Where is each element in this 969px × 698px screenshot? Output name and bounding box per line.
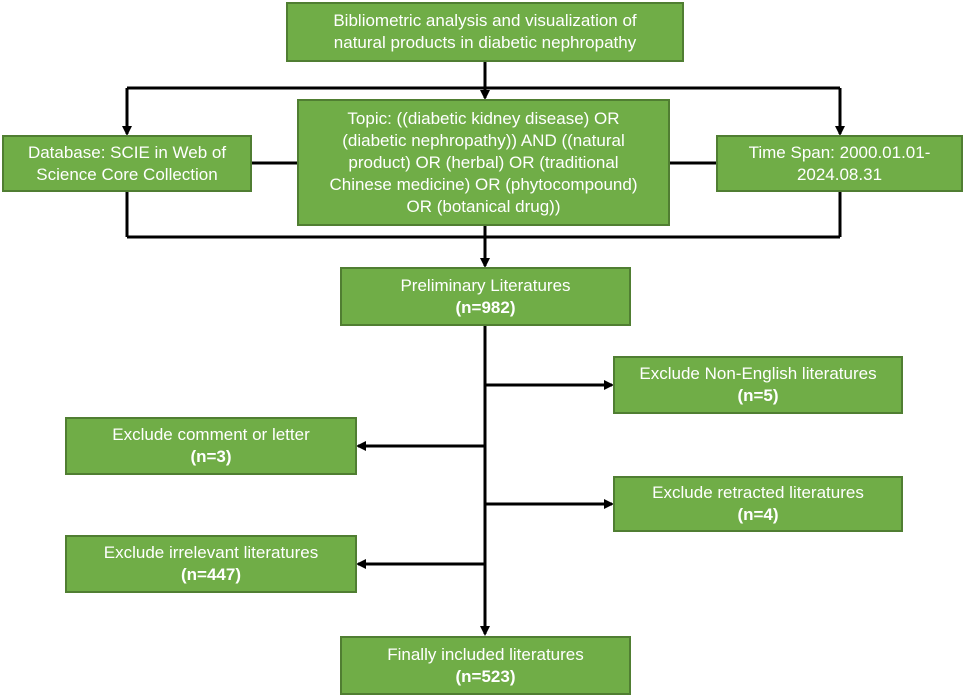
non-english-label: Exclude Non-English literatures — [639, 364, 877, 383]
title-box: Bibliometric analysis and visualization … — [286, 2, 684, 62]
retracted-label: Exclude retracted literatures — [652, 483, 864, 502]
comment-label: Exclude comment or letter — [112, 425, 310, 444]
final-box: Finally included literatures (n=523) — [340, 636, 631, 695]
final-label: Finally included literatures — [387, 644, 584, 664]
preliminary-box: Preliminary Literatures (n=982) — [340, 267, 631, 326]
irrelevant-label: Exclude irrelevant literatures — [103, 543, 319, 562]
irrelevant-box: Exclude irrelevant literatures (n=447) — [65, 535, 357, 593]
preliminary-count: (n=982) — [455, 297, 516, 317]
retracted-box: Exclude retracted literatures (n=4) — [613, 476, 903, 532]
topic-text: Topic: ((diabetic kidney disease) OR (di… — [329, 108, 638, 216]
timespan-text: Time Span: 2000.01.01- 2024.08.31 — [748, 142, 931, 184]
database-box: Database: SCIE in Web of Science Core Co… — [2, 135, 252, 192]
database-text: Database: SCIE in Web of Science Core Co… — [27, 142, 227, 184]
non-english-count: (n=5) — [737, 386, 779, 405]
comment-box: Exclude comment or letter (n=3) — [65, 417, 357, 475]
timespan-box: Time Span: 2000.01.01- 2024.08.31 — [716, 135, 963, 192]
comment-count: (n=3) — [190, 447, 232, 466]
irrelevant-count: (n=447) — [181, 565, 241, 584]
topic-box: Topic: ((diabetic kidney disease) OR (di… — [297, 99, 670, 226]
final-count: (n=523) — [455, 666, 516, 686]
title-text: Bibliometric analysis and visualization … — [333, 11, 637, 52]
retracted-count: (n=4) — [737, 505, 779, 524]
non-english-box: Exclude Non-English literatures (n=5) — [613, 356, 903, 414]
preliminary-label: Preliminary Literatures — [400, 275, 571, 295]
